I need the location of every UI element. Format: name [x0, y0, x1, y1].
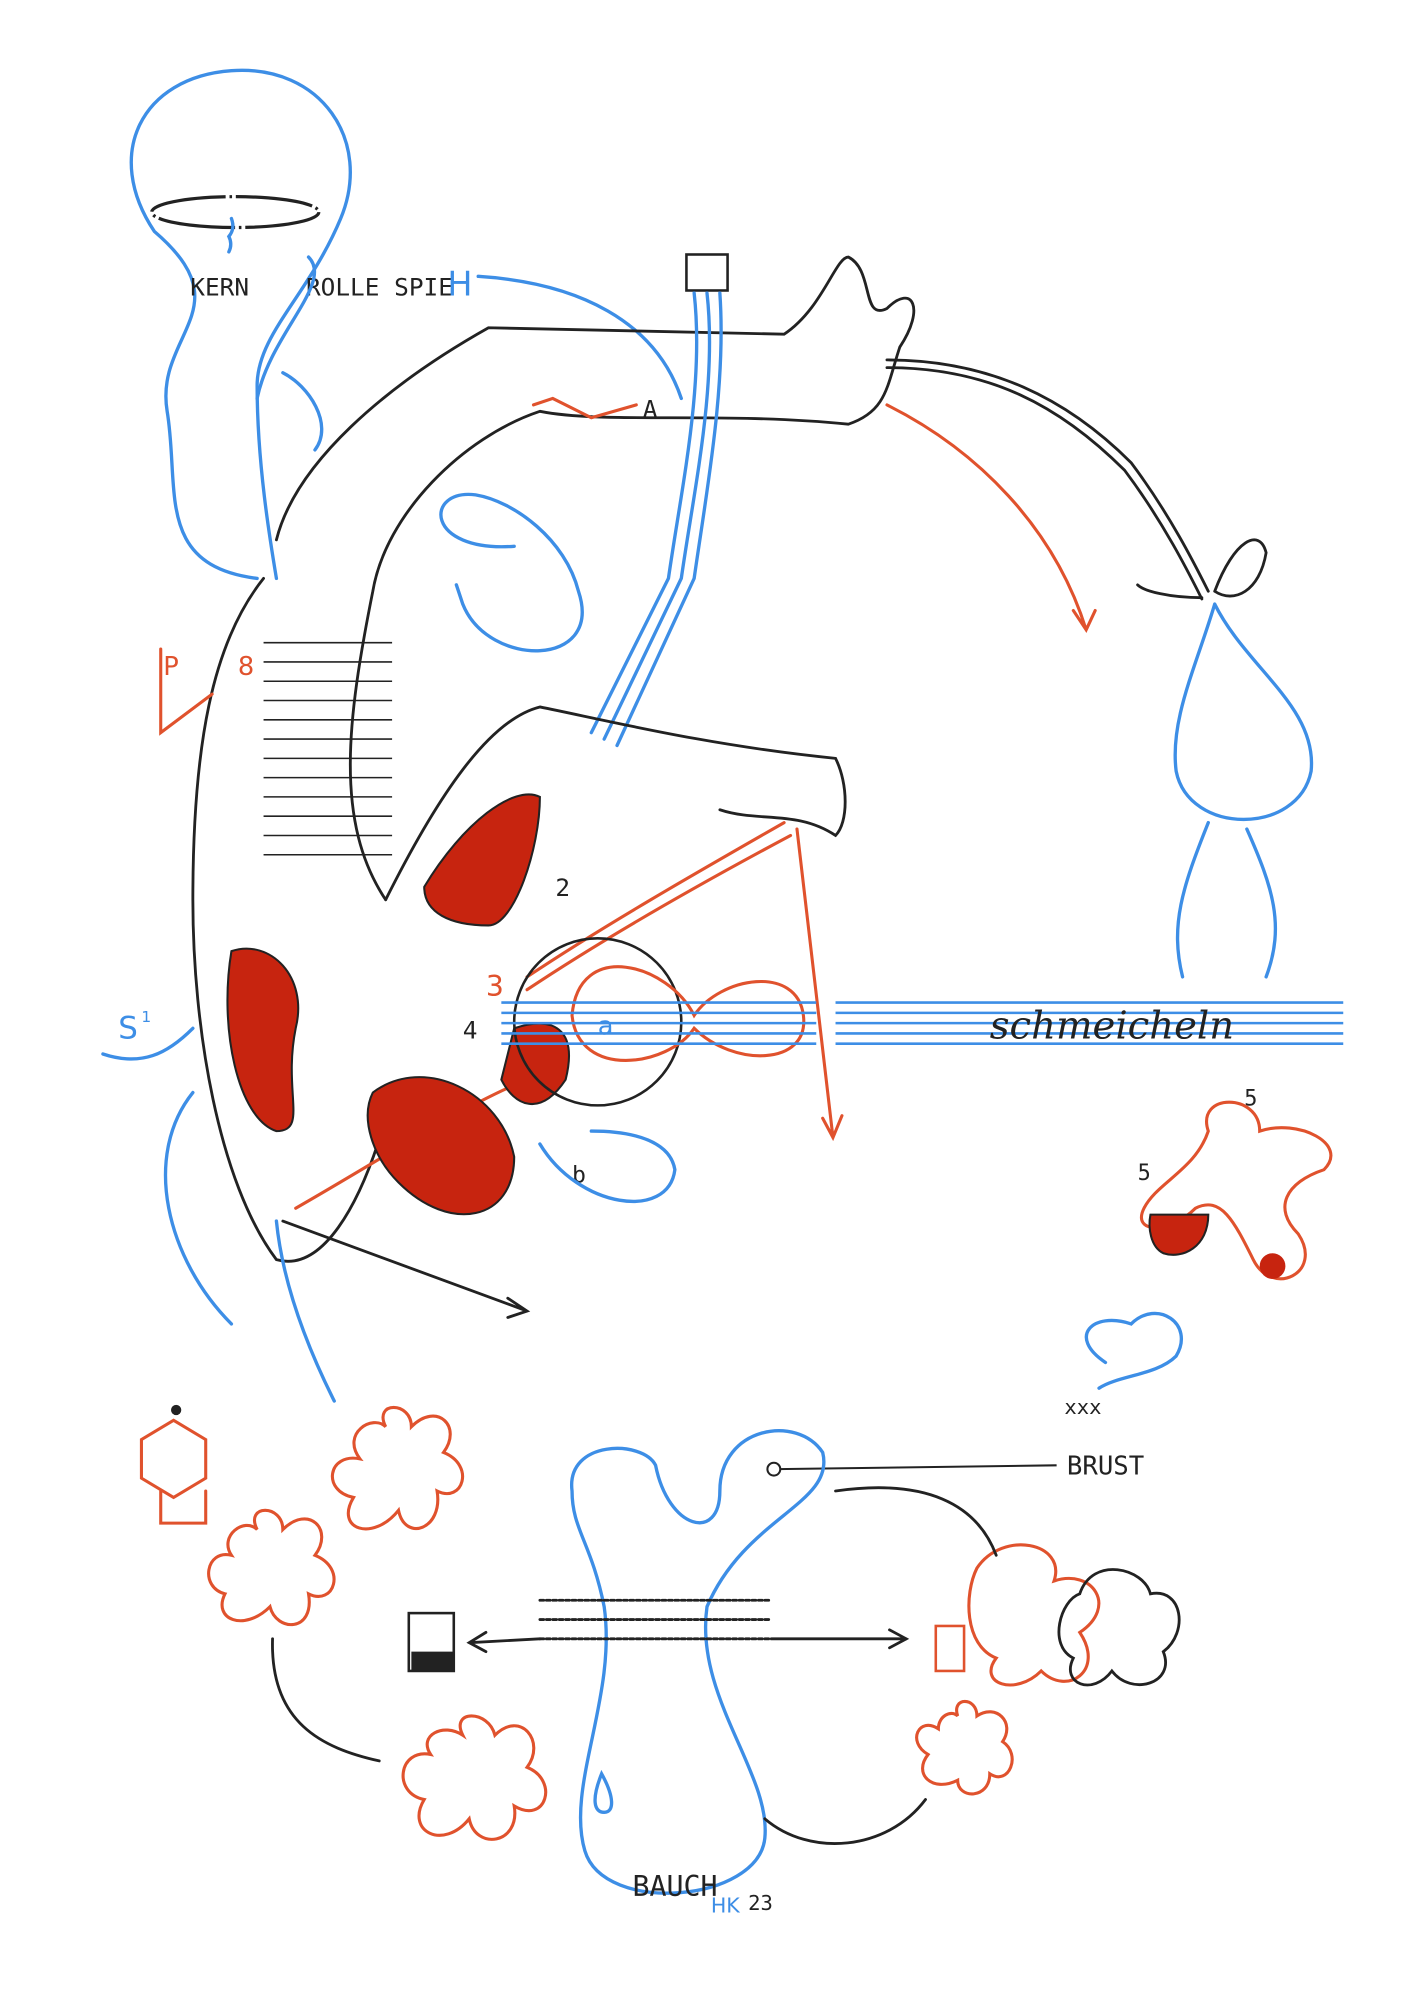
hatch-lines: [263, 641, 393, 856]
red-book-icon: [934, 1624, 966, 1673]
blue-left-arrows: [101, 1026, 336, 1403]
red-p-mark: [159, 647, 214, 736]
red-flower-2: [207, 1508, 336, 1627]
red-organ-upper: [423, 793, 541, 927]
kern-ellipse: [150, 195, 321, 230]
jar-fill: [411, 1651, 453, 1671]
label-p: P: [163, 652, 178, 682]
label-a-lower: a: [598, 1012, 614, 1042]
red-drop-right: [1148, 1213, 1210, 1256]
blue-b-loop: [538, 1129, 677, 1204]
arrow-left: [466, 1628, 910, 1654]
label-four: 4: [463, 1016, 478, 1045]
torso: [191, 576, 388, 1263]
arrow-to-right-group: [763, 1486, 998, 1845]
red-arrow-arc: [885, 403, 1097, 633]
pear-leaf: [1136, 538, 1268, 600]
red-dot: [1259, 1253, 1286, 1279]
pear-right: [1173, 602, 1314, 979]
red-flower-1: [330, 1405, 464, 1531]
arrow-down-left: [271, 1637, 381, 1763]
wavy-lines: [589, 291, 723, 748]
label-schmeicheln: schmeicheln: [990, 1004, 1234, 1049]
staff-lines: [501, 1001, 1344, 1045]
bauch-body: [570, 1429, 826, 1895]
wavy-double: [885, 358, 1210, 601]
label-two: 2: [555, 873, 570, 902]
label-five-top: 5: [1244, 1086, 1257, 1111]
label-kern: KERN: [190, 273, 249, 302]
signature-year: 23: [748, 1891, 773, 1915]
blue-loop: [439, 492, 584, 653]
arrow-to-bauch: [281, 1219, 531, 1319]
label-bauch: BAUCH: [632, 1870, 717, 1903]
kern-bulb: [129, 68, 352, 581]
bauch-zigzag: [538, 1598, 773, 1641]
black-cloud: [1057, 1568, 1181, 1687]
red-shape-right: [967, 1543, 1101, 1687]
red-organ-right: [500, 1022, 570, 1106]
red-organ-left: [226, 947, 300, 1133]
leg-outline: [274, 255, 916, 902]
label-three: 3: [486, 970, 504, 1003]
label-red-8: 8: [238, 652, 254, 682]
label-rolle-spiel: ROLLE SPIE: [306, 273, 453, 302]
kern-squiggle: [226, 216, 235, 254]
red-tick-a: [531, 396, 638, 420]
red-flower-3: [401, 1714, 548, 1841]
red-bow: [570, 965, 806, 1062]
label-a-upper: A: [643, 395, 658, 424]
label-blue-h: H: [447, 265, 472, 304]
blue-brust-loop: [1084, 1311, 1184, 1390]
red-cube-figure: [139, 1418, 208, 1525]
signature-hk: HK: [711, 1894, 740, 1918]
red-down-arrow: [795, 827, 844, 1142]
brust-pin: [766, 1461, 782, 1477]
black-dot: [171, 1404, 182, 1416]
label-brust: BRUST: [1067, 1451, 1144, 1481]
red-flower-4: [915, 1700, 1014, 1796]
label-s: S: [118, 1011, 138, 1047]
red-organ-center: [366, 1076, 516, 1216]
label-five-left: 5: [1138, 1161, 1151, 1186]
label-s-sup: 1: [141, 1008, 151, 1026]
square-box: [685, 253, 729, 292]
brust-line: [777, 1464, 1057, 1471]
red-flower-right: [1140, 1100, 1333, 1281]
arc-rolle: [255, 255, 683, 452]
bauch-drop: [593, 1769, 614, 1815]
label-xxx: xxx: [1064, 1395, 1101, 1419]
arm: [384, 705, 847, 902]
